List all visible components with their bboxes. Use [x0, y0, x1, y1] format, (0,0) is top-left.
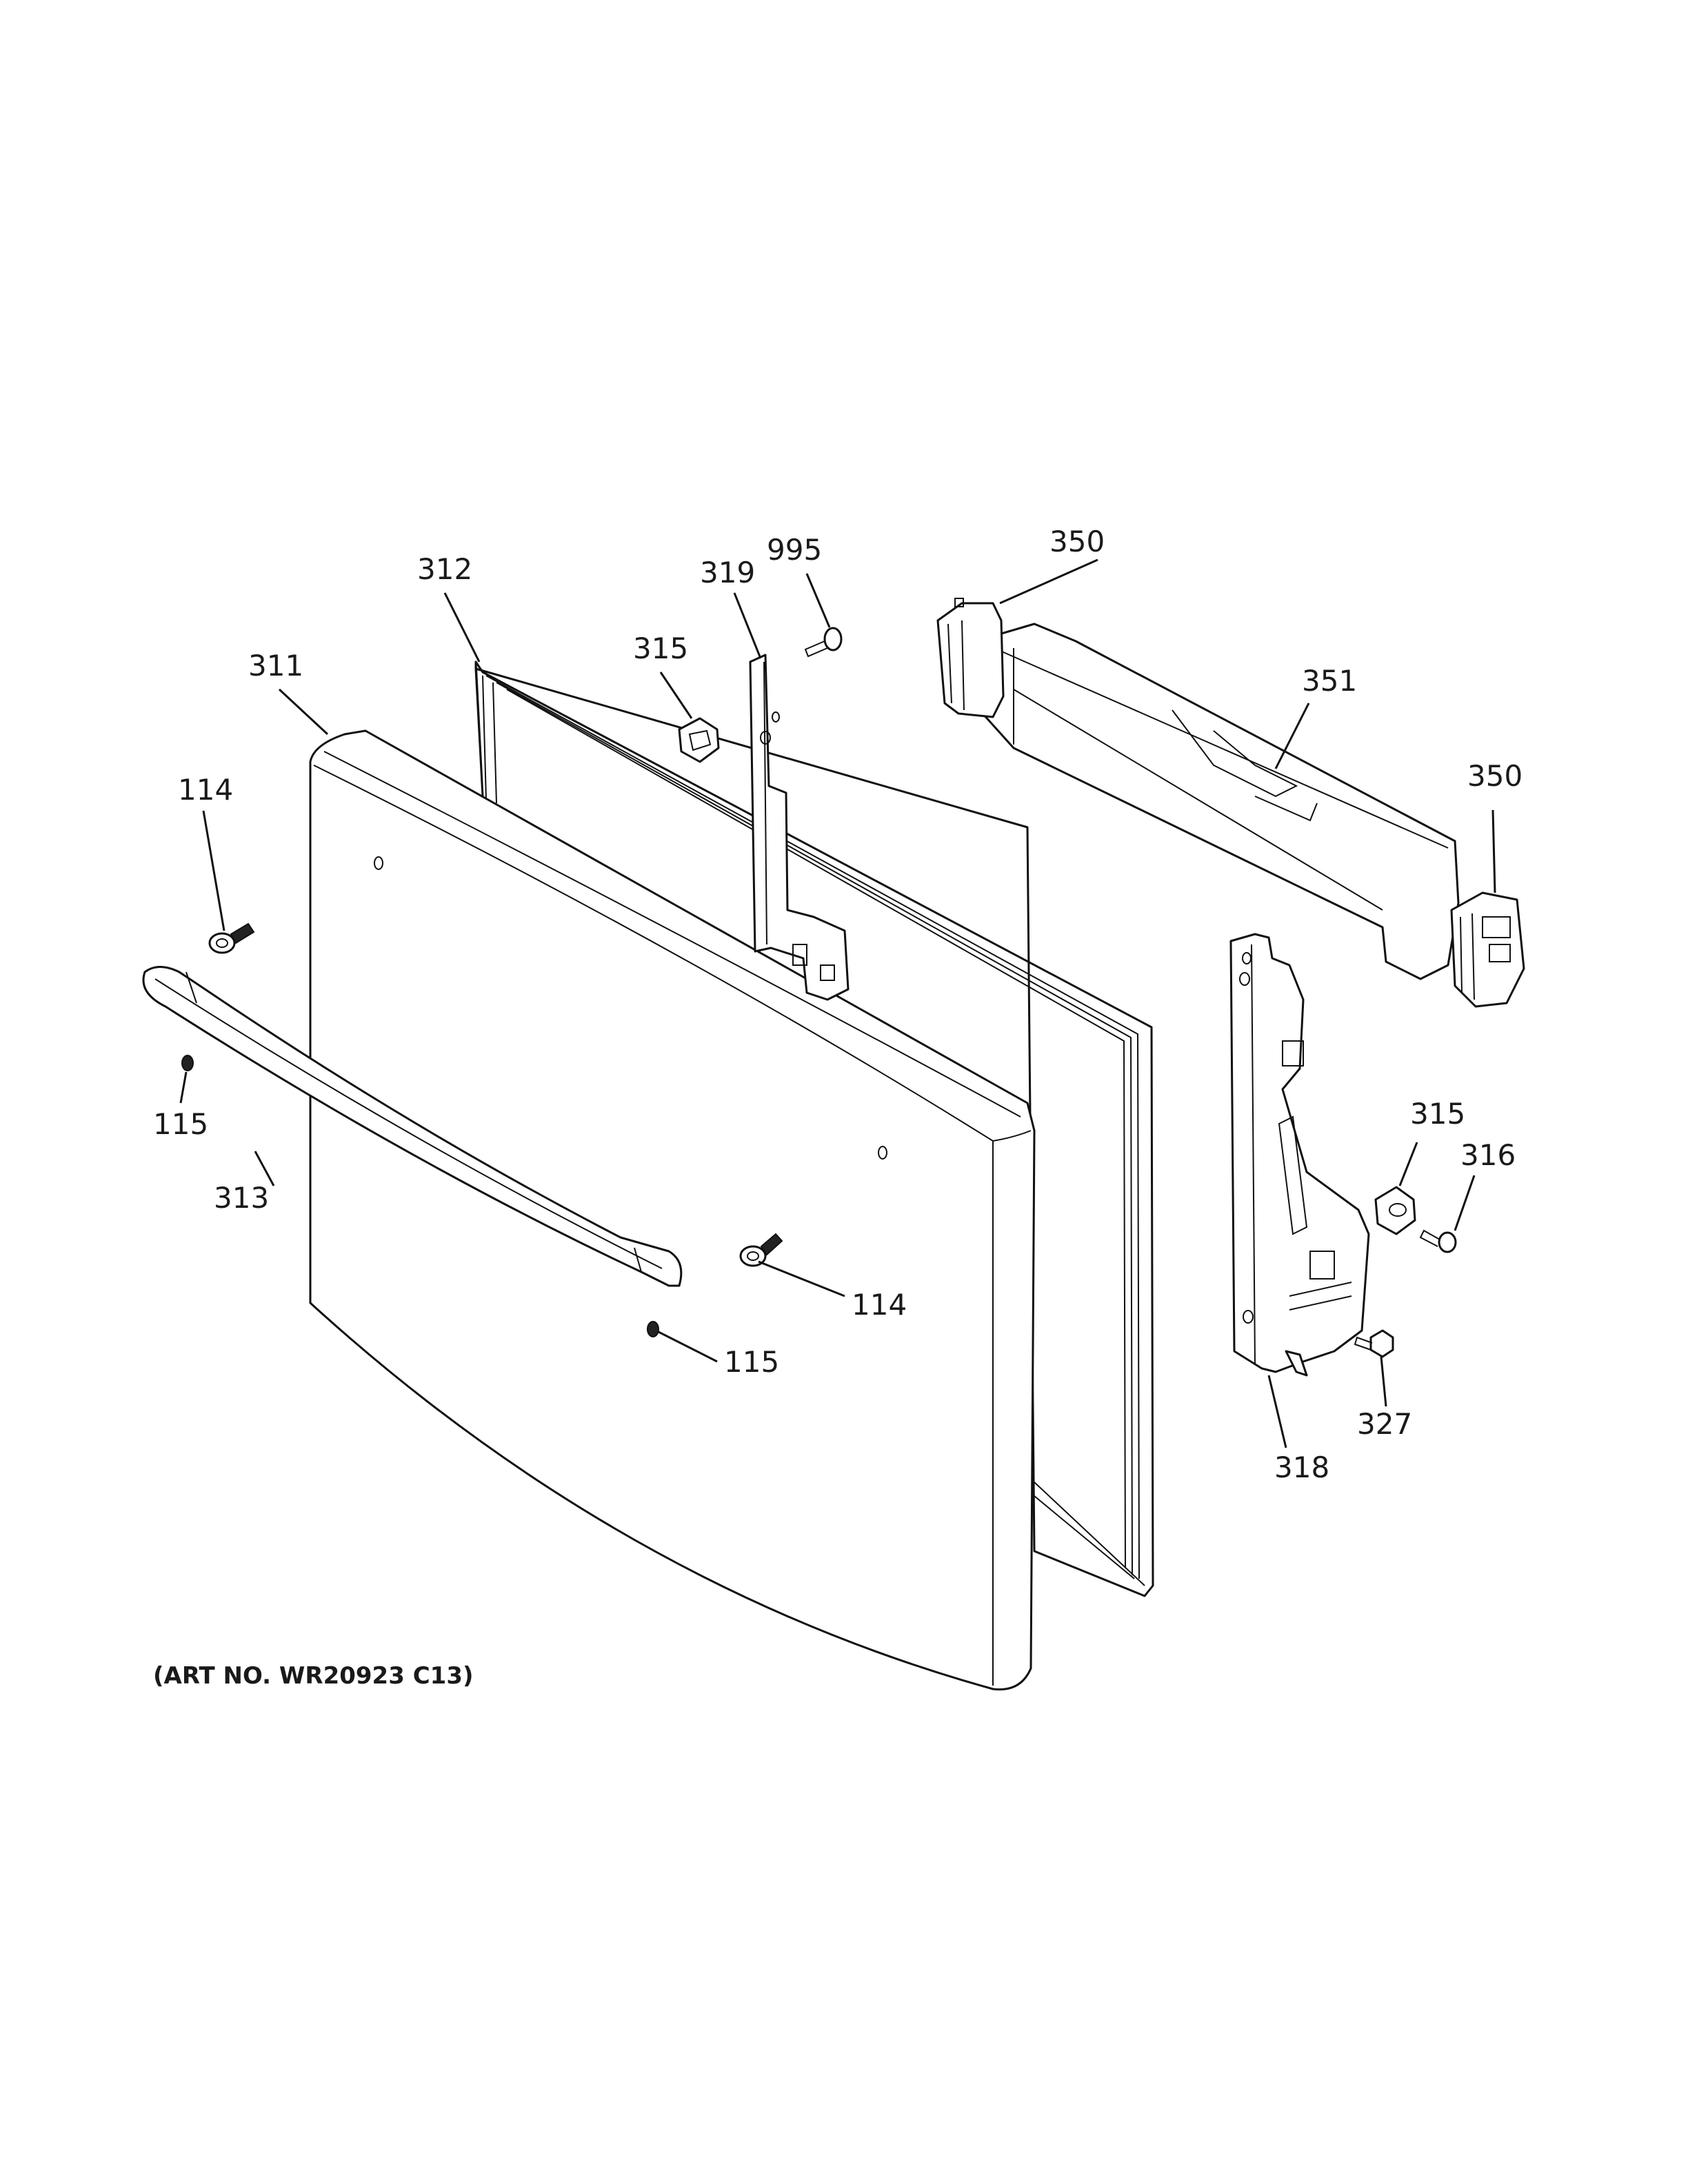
callout-327: 327 [1357, 1407, 1412, 1441]
cam-nut-315-top [678, 717, 720, 763]
callout-311: 311 [248, 649, 303, 682]
screw-114-mid [739, 1233, 783, 1267]
callout-351: 351 [1302, 664, 1357, 698]
callout-115-mid: 115 [724, 1345, 779, 1379]
screw-327 [1354, 1329, 1394, 1358]
callout-995: 995 [767, 533, 822, 567]
callout-316: 316 [1460, 1138, 1516, 1172]
plug-115-left [181, 1055, 194, 1071]
leader-lines [179, 558, 1496, 1448]
hinge-bracket-318 [1229, 933, 1370, 1377]
crisper-rail-351 [974, 623, 1460, 980]
door-gasket-312 [474, 660, 1154, 1597]
plug-115-mid [647, 1321, 659, 1337]
screw-995 [804, 627, 843, 658]
screw-114-left [208, 922, 255, 954]
callout-114-mid: 114 [852, 1288, 907, 1322]
callout-319: 319 [700, 556, 755, 589]
callout-350-top: 350 [1049, 525, 1105, 558]
callout-115-left: 115 [153, 1107, 208, 1141]
end-cap-350-right [1450, 891, 1525, 1008]
callout-350-right: 350 [1467, 759, 1523, 793]
callout-labels: 312 319 995 350 311 315 351 114 350 115 … [153, 525, 1523, 1484]
end-cap-350-top [936, 598, 1005, 718]
callout-313: 313 [214, 1181, 269, 1215]
door-handle-313 [142, 966, 683, 1287]
callout-312: 312 [417, 552, 472, 586]
door-panel-311 [309, 729, 1036, 1691]
callout-315-right: 315 [1410, 1097, 1465, 1131]
screw-316 [1419, 1229, 1457, 1253]
art-number: (ART NO. WR20923 C13) [153, 1662, 474, 1690]
callout-114-left: 114 [178, 773, 233, 807]
callout-318: 318 [1274, 1450, 1329, 1484]
callout-315-top: 315 [633, 631, 688, 665]
hinge-bracket-319 [749, 654, 850, 1001]
cam-nut-315-right [1374, 1186, 1416, 1235]
